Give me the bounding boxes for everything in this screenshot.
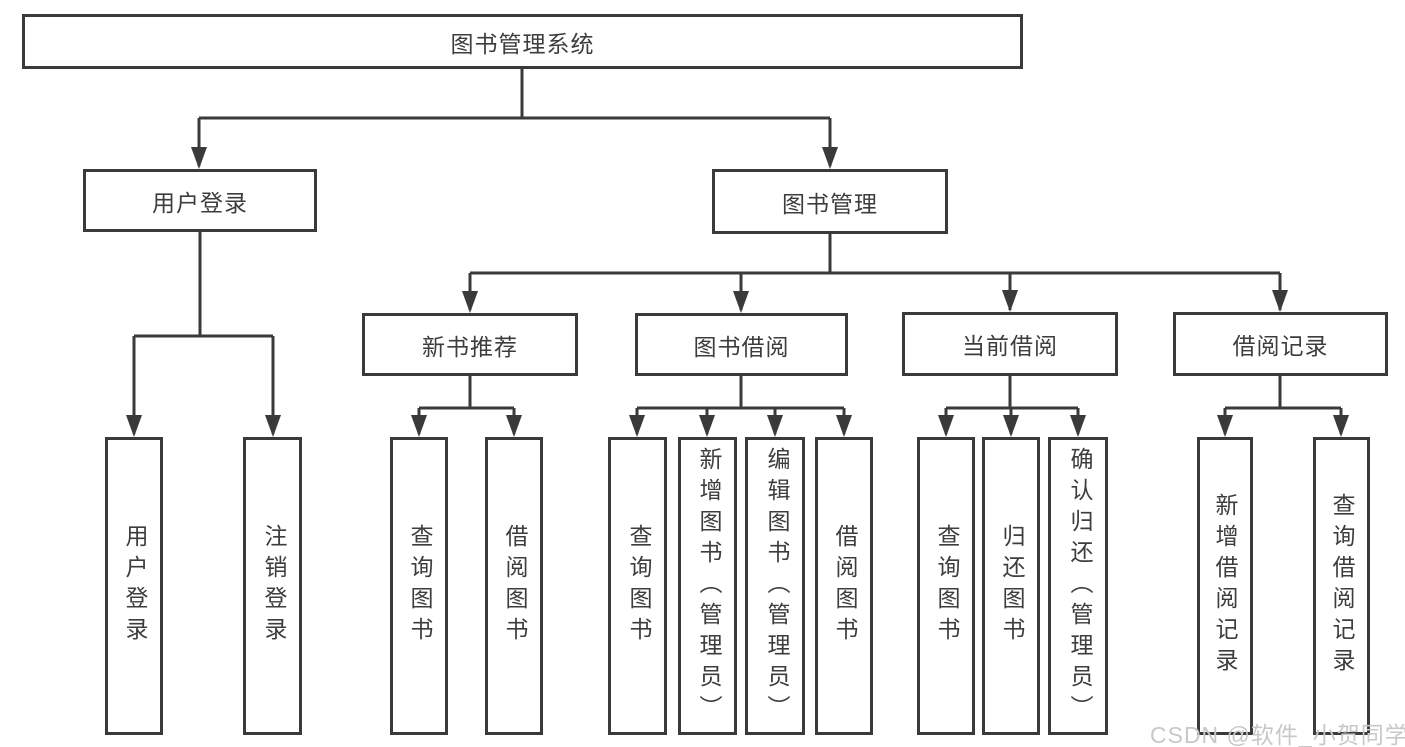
leaf-query-book-current: 查询图书 (917, 437, 975, 735)
leaf-edit-book-admin: 编辑图书（管理员） (745, 437, 805, 735)
connector-paths (132, 68, 1343, 434)
leaf-query-borrow-record: 查询借阅记录 (1313, 437, 1370, 735)
node-book-management: 图书管理 (712, 169, 948, 234)
leaf-query-book-borrow: 查询图书 (608, 437, 667, 735)
node-book-borrow: 图书借阅 (635, 313, 848, 376)
leaf-add-book-admin: 新增图书（管理员） (678, 437, 737, 735)
leaf-add-borrow-record: 新增借阅记录 (1197, 437, 1253, 735)
leaf-borrow-book-recommend: 借阅图书 (485, 437, 543, 735)
leaf-user-login: 用户登录 (105, 437, 163, 735)
leaf-confirm-return-admin: 确认归还（管理员） (1048, 437, 1108, 735)
leaf-query-book-recommend: 查询图书 (390, 437, 448, 735)
node-borrow-records: 借阅记录 (1173, 312, 1388, 376)
node-new-book-recommend: 新书推荐 (362, 313, 578, 376)
leaf-logout: 注销登录 (243, 437, 302, 735)
csdn-watermark: CSDN @软件_小贺同学 (1150, 722, 1405, 747)
node-current-borrow: 当前借阅 (902, 312, 1118, 376)
leaf-return-book: 归还图书 (982, 437, 1040, 735)
node-root-system: 图书管理系统 (22, 14, 1023, 69)
leaf-borrow-book: 借阅图书 (815, 437, 873, 735)
node-user-login-group: 用户登录 (83, 169, 317, 232)
